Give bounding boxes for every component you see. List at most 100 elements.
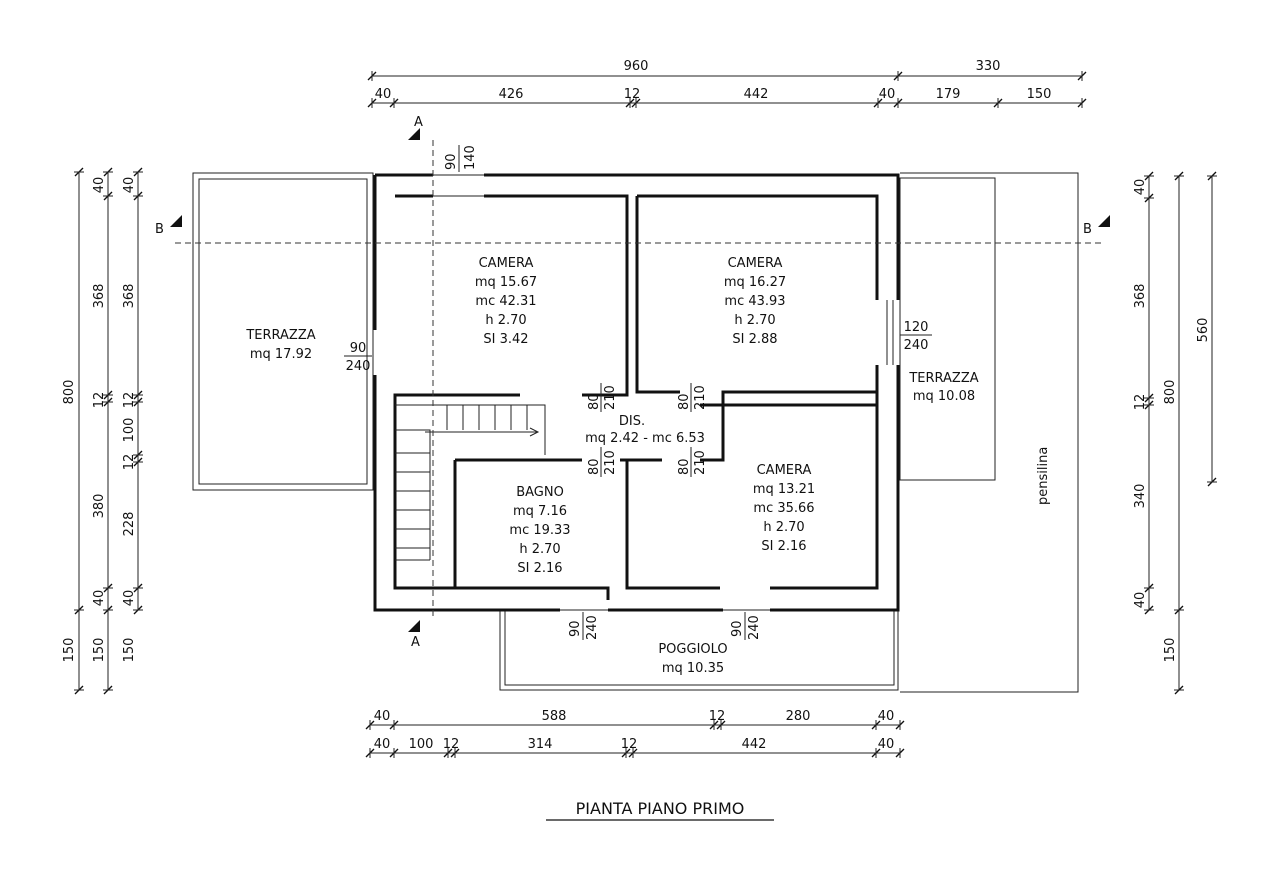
opening-right-window-height: 240 bbox=[904, 338, 929, 353]
dimension-ticks bbox=[74, 71, 1217, 758]
dim-left-inner-1: 368 bbox=[122, 284, 137, 309]
drawing-title: PIANTA PIANO PRIMO bbox=[576, 799, 745, 818]
section-label-b-left: B bbox=[155, 222, 164, 237]
room-camera-1-volume: mc 42.31 bbox=[475, 294, 536, 309]
room-terrazza-left-name: TERRAZZA bbox=[245, 328, 315, 343]
terrace-right-outline bbox=[899, 172, 1079, 693]
dim-left-inner-7: 150 bbox=[122, 638, 137, 663]
opening-left-window: 90 240 bbox=[344, 341, 372, 374]
room-camera-3-si: SI 2.16 bbox=[761, 539, 806, 554]
dims-left-inner: 40 368 12 100 12 228 40 150 bbox=[122, 177, 137, 663]
terrace-left-outline bbox=[192, 172, 374, 491]
dim-left-mid-4: 40 bbox=[92, 590, 107, 607]
dim-left-mid-0: 40 bbox=[92, 177, 107, 194]
dim-left-inner-4: 12 bbox=[122, 454, 137, 471]
room-camera-2: CAMERA mq 16.27 mc 43.93 h 2.70 SI 2.88 bbox=[724, 256, 786, 347]
opening-door-d-height: 210 bbox=[693, 450, 708, 475]
room-camera-1-area: mq 15.67 bbox=[475, 275, 537, 290]
opening-door-a-width: 80 bbox=[587, 393, 602, 410]
dim-right-inner-3: 340 bbox=[1133, 484, 1148, 509]
opening-door-d-width: 80 bbox=[677, 458, 692, 475]
opening-top-window-height: 140 bbox=[463, 145, 478, 170]
dimension-lines bbox=[78, 75, 1213, 754]
opening-door-d: 80 210 bbox=[677, 447, 708, 477]
opening-door-b-width: 80 bbox=[677, 393, 692, 410]
dim-left-inner-3: 100 bbox=[122, 418, 137, 443]
room-camera-3: CAMERA mq 13.21 mc 35.66 h 2.70 SI 2.16 bbox=[753, 463, 815, 554]
dims-left-outer: 800 150 bbox=[62, 380, 77, 663]
room-terrazza-left: TERRAZZA mq 17.92 bbox=[245, 328, 315, 362]
exterior-walls bbox=[373, 173, 900, 612]
room-dis: DIS. mq 2.42 - mc 6.53 bbox=[585, 414, 705, 446]
opening-bottom-right-height: 240 bbox=[747, 615, 762, 640]
dim-bottom2-2: 12 bbox=[443, 737, 460, 752]
dim-left-inner-6: 40 bbox=[122, 590, 137, 607]
dim-bottom1-2: 12 bbox=[709, 709, 726, 724]
dim-left-outer-1: 150 bbox=[62, 638, 77, 663]
dim-top2-3: 442 bbox=[744, 87, 769, 102]
room-bagno-si: SI 2.16 bbox=[517, 561, 562, 576]
staircase bbox=[395, 404, 546, 561]
room-camera-2-si: SI 2.88 bbox=[732, 332, 777, 347]
dim-right-inner-5: 150 bbox=[1163, 638, 1178, 663]
dim-bottom2-5: 442 bbox=[742, 737, 767, 752]
room-bagno-height: h 2.70 bbox=[519, 542, 560, 557]
dim-bottom2-4: 12 bbox=[621, 737, 638, 752]
dims-right-outer: 560 bbox=[1196, 318, 1211, 343]
dim-left-inner-2: 12 bbox=[122, 392, 137, 409]
dim-right-inner-0: 40 bbox=[1133, 179, 1148, 196]
room-camera-2-area: mq 16.27 bbox=[724, 275, 786, 290]
room-camera-2-height: h 2.70 bbox=[734, 313, 775, 328]
opening-door-c-height: 210 bbox=[603, 450, 618, 475]
opening-top-window-width: 90 bbox=[444, 153, 459, 170]
dim-top2-4: 40 bbox=[879, 87, 896, 102]
dim-bottom1-0: 40 bbox=[374, 709, 391, 724]
dim-left-mid-1: 368 bbox=[92, 284, 107, 309]
dim-left-mid-5: 150 bbox=[92, 638, 107, 663]
dim-top2-5: 179 bbox=[936, 87, 961, 102]
opening-bottom-right: 90 240 bbox=[730, 612, 762, 640]
room-camera-1-height: h 2.70 bbox=[485, 313, 526, 328]
section-line-b: B B bbox=[155, 215, 1110, 244]
dim-left-inner-5: 228 bbox=[122, 512, 137, 537]
room-camera-1: CAMERA mq 15.67 mc 42.31 h 2.70 SI 3.42 bbox=[475, 256, 537, 347]
dim-left-outer-0: 800 bbox=[62, 380, 77, 405]
dim-top1-0: 960 bbox=[624, 59, 649, 74]
dim-left-mid-2: 12 bbox=[92, 392, 107, 409]
section-label-b-right: B bbox=[1083, 222, 1092, 237]
room-camera-1-si: SI 3.42 bbox=[483, 332, 528, 347]
dim-bottom1-3: 280 bbox=[786, 709, 811, 724]
room-poggiolo: POGGIOLO mq 10.35 bbox=[658, 642, 727, 676]
opening-right-window-width: 120 bbox=[904, 320, 929, 335]
opening-left-window-height: 240 bbox=[346, 359, 371, 374]
pensilina-label: pensilina bbox=[1036, 447, 1051, 505]
opening-right-window: 120 240 bbox=[900, 320, 932, 353]
room-camera-2-volume: mc 43.93 bbox=[724, 294, 785, 309]
dims-right-inner: 40 368 12 340 40 150 bbox=[1133, 179, 1178, 663]
opening-door-b-height: 210 bbox=[693, 385, 708, 410]
room-terrazza-right-name: TERRAZZA bbox=[908, 371, 978, 386]
dim-right-mid-0: 800 bbox=[1163, 380, 1178, 405]
room-camera-3-name: CAMERA bbox=[757, 463, 812, 478]
dim-right-inner-4: 40 bbox=[1133, 592, 1148, 609]
opening-bottom-right-width: 90 bbox=[730, 620, 745, 637]
dim-right-inner-1: 368 bbox=[1133, 284, 1148, 309]
dim-bottom2-6: 40 bbox=[878, 737, 895, 752]
opening-bottom-left-width: 90 bbox=[568, 620, 583, 637]
room-dis-name: DIS. bbox=[619, 414, 645, 429]
dim-bottom1-4: 40 bbox=[878, 709, 895, 724]
dim-top2-0: 40 bbox=[375, 87, 392, 102]
room-camera-3-area: mq 13.21 bbox=[753, 482, 815, 497]
dim-bottom2-3: 314 bbox=[528, 737, 553, 752]
dim-right-outer-0: 560 bbox=[1196, 318, 1211, 343]
dims-bottom-1: 40 588 12 280 40 bbox=[374, 709, 895, 724]
room-camera-1-name: CAMERA bbox=[479, 256, 534, 271]
room-poggiolo-name: POGGIOLO bbox=[658, 642, 727, 657]
room-terrazza-right: TERRAZZA mq 10.08 bbox=[908, 371, 978, 404]
dim-top2-6: 150 bbox=[1027, 87, 1052, 102]
section-label-a-top: A bbox=[414, 115, 423, 130]
dims-top-1: 960 330 bbox=[624, 59, 1001, 74]
room-bagno-volume: mc 19.33 bbox=[509, 523, 570, 538]
dim-left-inner-0: 40 bbox=[122, 177, 137, 194]
